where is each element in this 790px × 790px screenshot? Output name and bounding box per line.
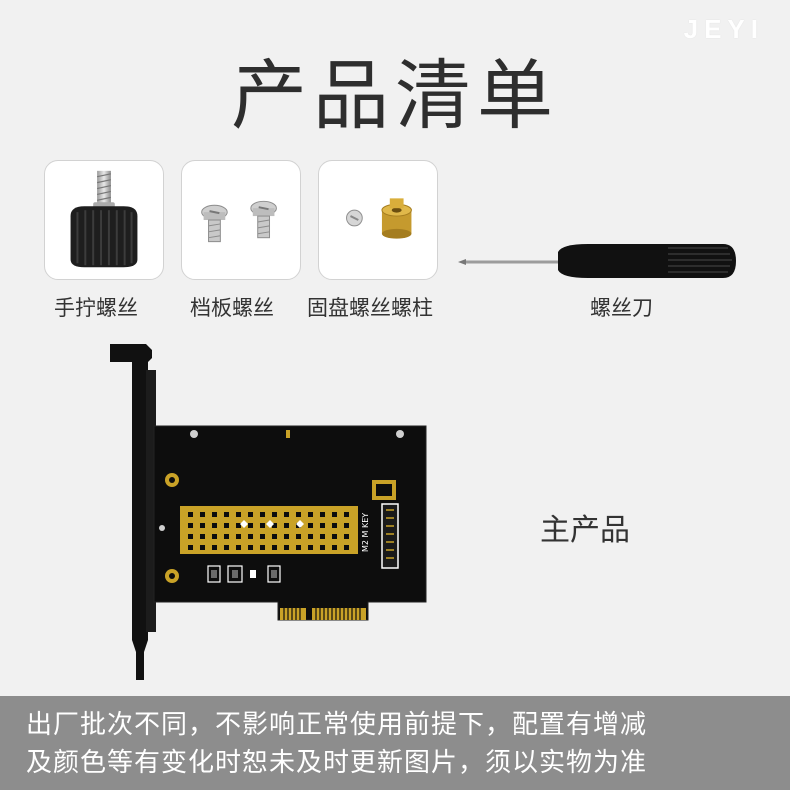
accessory-card-thumb-screw	[44, 160, 164, 280]
notice-line-1: 出厂批次不同，不影响正常使用前提下，配置有增减	[26, 710, 648, 740]
brand-logo: JEYI	[683, 14, 764, 44]
bracket-screws-icon	[201, 200, 277, 243]
standoff-screw-icon	[346, 198, 412, 239]
main-product-label: 主产品	[540, 513, 630, 548]
board-slot-label: M2 M KEY	[361, 513, 370, 552]
m2-adapter-card-image: M2 M KEY	[110, 344, 427, 680]
accessory-label-standoff: 固盘螺丝螺柱	[307, 296, 433, 320]
thumb-screw-icon	[70, 170, 138, 268]
accessory-card-standoff	[318, 160, 438, 280]
accessory-label-screwdriver: 螺丝刀	[590, 296, 653, 320]
notice-line-2: 及颜色等有变化时恕未及时更新图片，须以实物为准	[26, 748, 648, 778]
notice-banner: 出厂批次不同，不影响正常使用前提下，配置有增减 及颜色等有变化时恕未及时更新图片…	[0, 696, 790, 790]
accessory-label-bracket-screws: 档板螺丝	[190, 296, 274, 320]
accessory-card-bracket-screws	[181, 160, 301, 280]
accessory-label-thumb-screw: 手拧螺丝	[54, 296, 138, 320]
screwdriver-icon	[458, 244, 736, 278]
page-title: 产品清单	[231, 51, 559, 140]
